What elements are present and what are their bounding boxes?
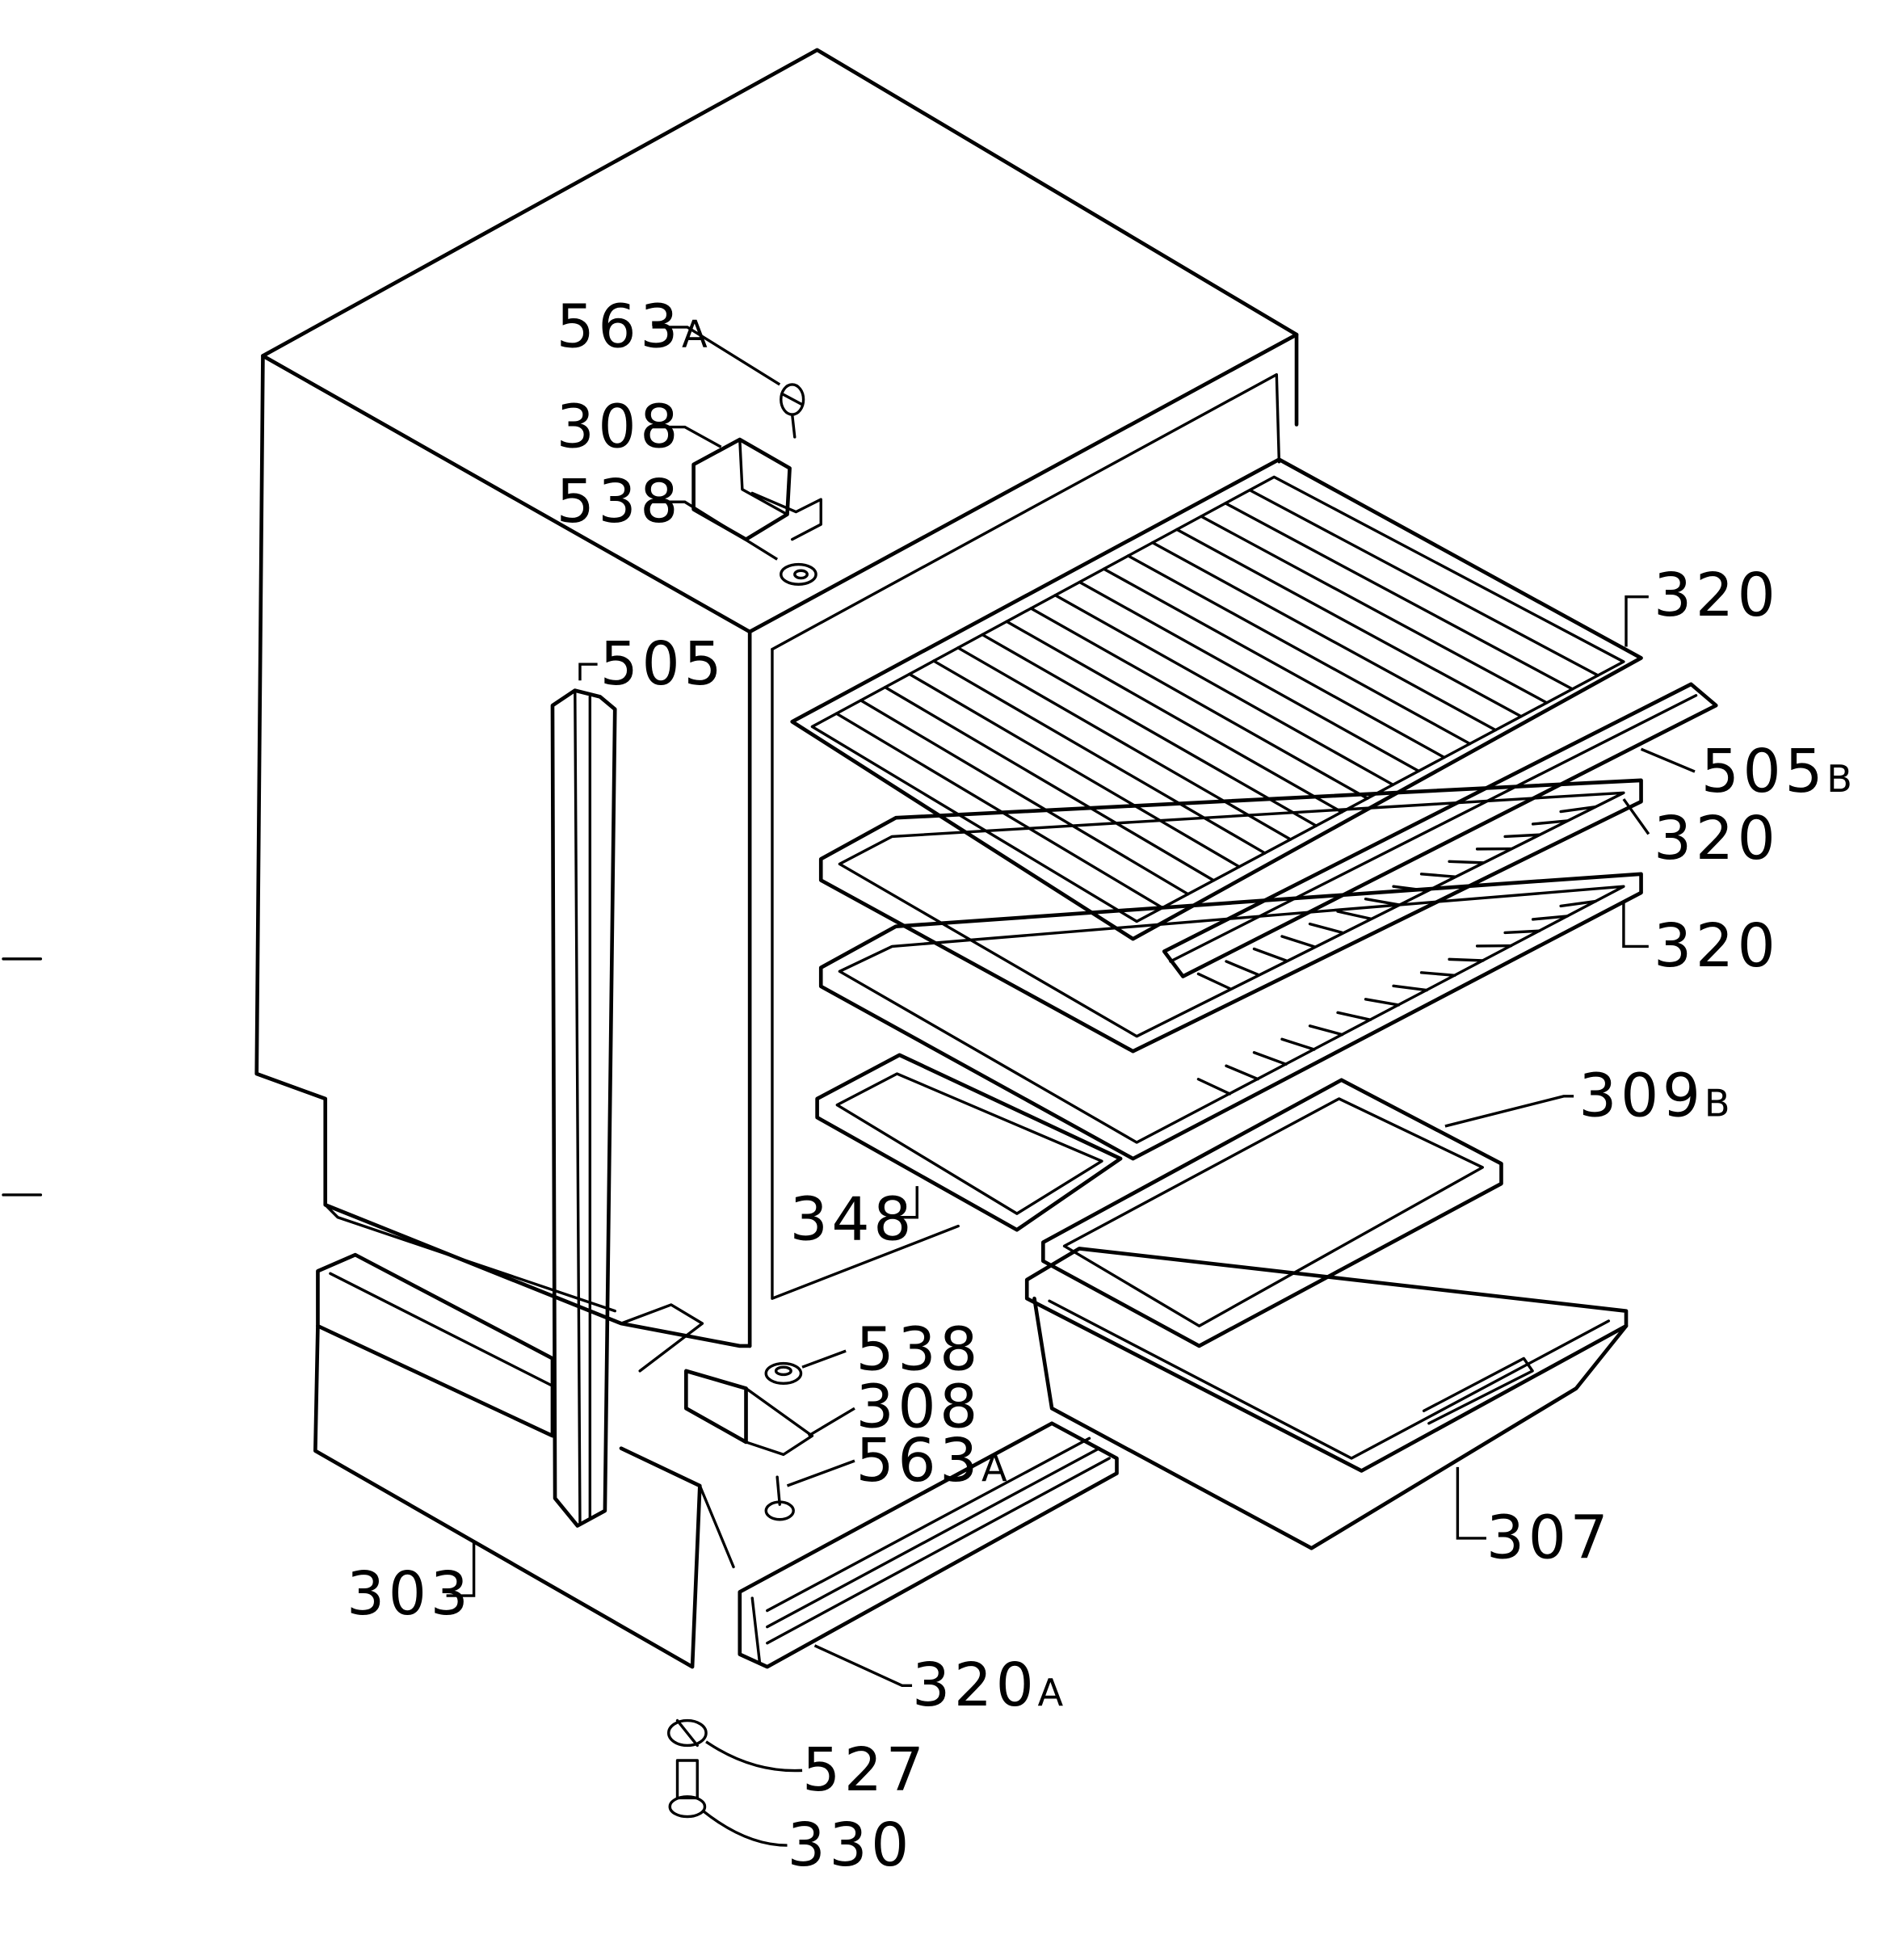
shelf-rib bbox=[1078, 580, 1420, 773]
crisper-cover-309b bbox=[1040, 1078, 1503, 1348]
shelf-rib bbox=[1336, 1011, 1372, 1021]
shelf-rib bbox=[1225, 1064, 1259, 1081]
shelf-rib bbox=[1102, 567, 1446, 759]
shelf-rib bbox=[1053, 594, 1395, 787]
label-505: 505 bbox=[600, 629, 725, 699]
shelf-rib bbox=[1225, 960, 1259, 977]
bottom-grille-320a bbox=[738, 1421, 1119, 1669]
shelf-rib bbox=[1503, 929, 1541, 935]
label-563a-top: 563A bbox=[557, 292, 712, 362]
label-320-2: 320 bbox=[1654, 804, 1779, 873]
shelf-rib bbox=[1029, 607, 1369, 800]
label-308-bottom: 308 bbox=[856, 1372, 981, 1441]
lower-washer-538 bbox=[764, 1361, 803, 1385]
label-538-top: 538 bbox=[557, 467, 682, 536]
label-330: 330 bbox=[788, 1811, 913, 1880]
shelf-rib bbox=[834, 712, 1164, 910]
shelf-rib bbox=[1419, 971, 1456, 977]
cabinet bbox=[2, 48, 1299, 1373]
leader-lines bbox=[446, 326, 1696, 1847]
shelf-320-middle bbox=[818, 778, 1643, 1054]
shelf-rib bbox=[1503, 833, 1541, 839]
label-320a: 320A bbox=[912, 1651, 1067, 1720]
upper-washer-538 bbox=[780, 562, 818, 586]
shelf-rib bbox=[1200, 515, 1549, 705]
shelf-rib bbox=[1248, 488, 1599, 677]
shelf-rib bbox=[1280, 1037, 1316, 1051]
lower-screw-563a bbox=[764, 1475, 795, 1521]
shelf-rib bbox=[1419, 873, 1456, 878]
shelf-rib bbox=[908, 672, 1241, 869]
label-505b: 505B bbox=[1701, 737, 1856, 806]
shelf-rib bbox=[956, 646, 1292, 841]
upper-hinge-308 bbox=[691, 437, 822, 541]
glass-shelf-348 bbox=[815, 1053, 1123, 1232]
shelf-rib bbox=[1531, 819, 1569, 826]
shelf-rib bbox=[883, 685, 1216, 882]
shelf-rib bbox=[1252, 947, 1288, 962]
door-seal-505 bbox=[550, 688, 617, 1528]
shelf-rib bbox=[1559, 899, 1597, 908]
shelf-rib bbox=[1308, 922, 1344, 935]
label-348: 348 bbox=[790, 1185, 915, 1255]
label-307: 307 bbox=[1486, 1504, 1612, 1573]
upper-screw-563a bbox=[780, 383, 805, 439]
label-320-1: 320 bbox=[1654, 561, 1779, 630]
kickplate-303 bbox=[313, 1252, 735, 1669]
shelf-rib bbox=[1392, 984, 1428, 992]
shelf-rib bbox=[981, 633, 1318, 827]
label-563a-bottom: 563A bbox=[856, 1426, 1011, 1495]
shelf-rib bbox=[1280, 935, 1316, 948]
foot-527 bbox=[666, 1718, 708, 1748]
shelf-rib bbox=[1448, 860, 1485, 864]
leveling-screw-330 bbox=[668, 1759, 707, 1819]
shelf-rib bbox=[1364, 998, 1401, 1007]
shelf-rib bbox=[1448, 957, 1485, 962]
label-308-top: 308 bbox=[557, 392, 682, 461]
crisper-drawer-307 bbox=[1024, 1247, 1629, 1550]
label-303: 303 bbox=[347, 1559, 472, 1629]
shelf-rib bbox=[1252, 1051, 1288, 1066]
label-320-3: 320 bbox=[1654, 911, 1779, 981]
shelf-320-lower bbox=[818, 872, 1643, 1161]
label-309b: 309B bbox=[1578, 1062, 1734, 1131]
shelf-rib bbox=[1151, 540, 1498, 732]
shelf-rib bbox=[1531, 915, 1569, 921]
shelf-rib bbox=[1196, 1078, 1232, 1096]
shelf-rib bbox=[1196, 972, 1232, 991]
lower-hinge-308 bbox=[684, 1369, 814, 1457]
shelf-rib bbox=[1224, 502, 1574, 691]
part-labels: 563A 308 538 505 320 505B 320 320 309B 3… bbox=[347, 292, 1856, 1880]
shelf-rib bbox=[859, 699, 1190, 896]
label-527: 527 bbox=[802, 1735, 927, 1805]
shelf-rib bbox=[1308, 1024, 1344, 1037]
shelf-rib bbox=[1364, 897, 1401, 906]
shelf-320-top bbox=[790, 457, 1643, 941]
shelf-rib bbox=[932, 659, 1267, 855]
label-538-bottom: 538 bbox=[856, 1314, 981, 1384]
shelf-rib bbox=[1336, 910, 1372, 920]
shelf-rib bbox=[1175, 528, 1523, 718]
shelf-rib bbox=[1005, 620, 1343, 814]
shelf-rib bbox=[1559, 805, 1597, 814]
shelf-rib bbox=[1126, 554, 1472, 746]
